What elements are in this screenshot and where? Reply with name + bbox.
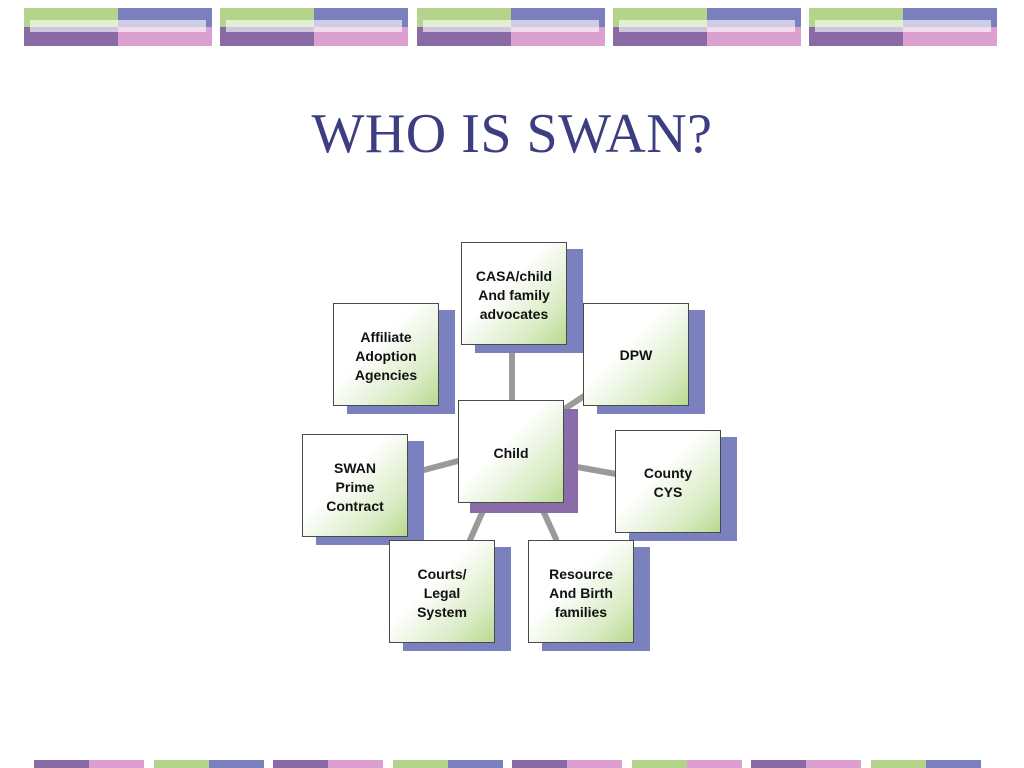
page-title: WHO IS SWAN? bbox=[311, 103, 713, 165]
footer-stripe-block bbox=[34, 760, 144, 768]
header-stripe-block bbox=[220, 8, 408, 46]
footer-stripe-block bbox=[393, 760, 503, 768]
node-label-courts: Courts/ Legal System bbox=[417, 566, 467, 620]
footer-stripe-block bbox=[751, 760, 861, 768]
footer-stripe-block bbox=[871, 760, 981, 768]
node-label-county: County CYS bbox=[643, 465, 693, 500]
connector-swan bbox=[421, 458, 461, 473]
node-label-resource: Resource And Birth families bbox=[549, 566, 613, 620]
footer-stripe-block bbox=[154, 760, 264, 768]
bottom-decorative-band bbox=[0, 758, 1024, 768]
top-decorative-band bbox=[0, 0, 1024, 50]
header-stripe-block bbox=[809, 8, 997, 46]
header-stripe-block bbox=[24, 8, 212, 46]
node-label-affiliate: Affiliate Adoption Agencies bbox=[354, 329, 418, 383]
header-stripe-block bbox=[613, 8, 801, 46]
node-label-child: Child bbox=[493, 445, 529, 461]
node-label-swan: SWAN Prime Contract bbox=[326, 460, 384, 514]
node-label-casa: CASA/child And family advocates bbox=[475, 268, 553, 322]
footer-stripe-block bbox=[273, 760, 383, 768]
header-stripe-block bbox=[417, 8, 605, 46]
footer-stripe-block bbox=[632, 760, 742, 768]
node-label-dpw: DPW bbox=[619, 347, 653, 363]
footer-stripe-block bbox=[512, 760, 622, 768]
